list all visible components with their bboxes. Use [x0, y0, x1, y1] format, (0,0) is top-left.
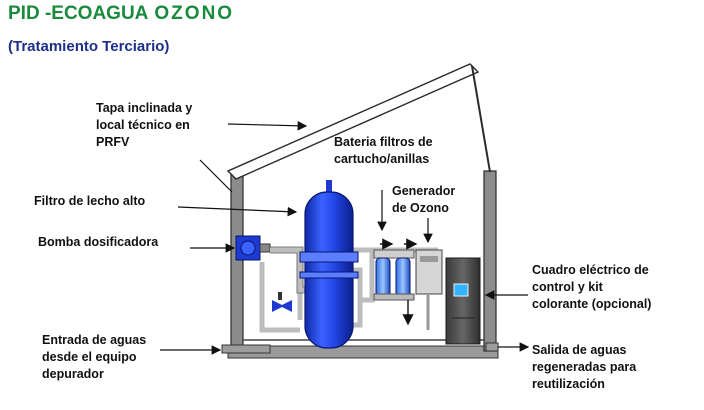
label-roof: Tapa inclinada y local técnico en PRFV	[96, 101, 193, 149]
title-main: PID -ECOAGUA	[8, 3, 149, 24]
sloped-roof	[226, 63, 480, 180]
label-water-inlet: Entrada de aguas desde el equipo depurad…	[42, 333, 147, 381]
filter-callout-arrow	[177, 206, 298, 217]
ozone-generator	[415, 249, 443, 330]
page-subtitle: (Tratamiento Terciario)	[8, 38, 170, 55]
inlet-valve	[272, 292, 292, 312]
label-filter-bank: Bateria filtros de cartucho/anillas	[334, 135, 433, 166]
control-cabinet	[445, 257, 481, 345]
title-suffix: OZONO	[154, 3, 235, 24]
label-dosing-pump: Bomba dosificadora	[38, 235, 159, 249]
label-ozone-generator: Generador de Ozono	[392, 184, 456, 215]
label-water-outlet: Salida de aguas regeneradas para reutili…	[532, 343, 637, 391]
roof-callout-arrow	[227, 120, 308, 131]
label-high-bed-filter: Filtro de lecho alto	[34, 194, 146, 208]
label-control-panel: Cuadro eléctrico de control y kit colora…	[532, 263, 652, 311]
left-wall	[230, 170, 244, 352]
dosing-pump	[235, 235, 271, 261]
roof-callout-line	[199, 159, 233, 193]
roof-right-edge	[471, 65, 491, 173]
right-wall	[483, 170, 497, 352]
high-bed-filter-tank	[299, 180, 359, 349]
inlet-pipe	[221, 344, 271, 354]
cartridge-filter-bank	[373, 249, 415, 301]
outlet-pipe	[485, 342, 499, 352]
